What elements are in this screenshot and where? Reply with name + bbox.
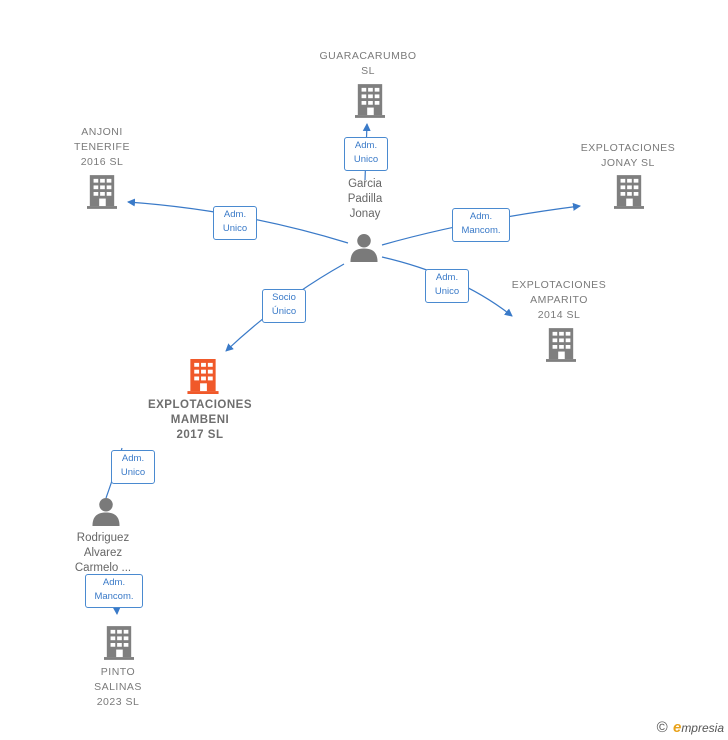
person-label-garcia[interactable]: Garcia Padilla Jonay bbox=[347, 178, 383, 220]
edge-badge-rodriguez-pinto: Adm. Mancom. bbox=[85, 574, 143, 608]
node-label-guaracarumbo[interactable]: GUARACARUMBO SL bbox=[319, 50, 417, 77]
building-icon[interactable] bbox=[614, 175, 644, 209]
building-icon[interactable] bbox=[87, 175, 117, 209]
person-icon[interactable] bbox=[92, 497, 120, 526]
person-label-rodriguez[interactable]: Rodriguez Alvarez Carmelo ... bbox=[74, 532, 132, 574]
building-icon[interactable] bbox=[187, 359, 219, 394]
brand-footer[interactable]: © empresia bbox=[657, 719, 724, 736]
node-label-explotaciones-jonay[interactable]: EXPLOTACIONES JONAY SL bbox=[580, 142, 676, 169]
node-label-explotaciones-mambeni[interactable]: EXPLOTACIONES MAMBENI 2017 SL bbox=[147, 399, 253, 441]
edge-badge-garcia-jonay: Adm. Mancom. bbox=[452, 208, 510, 242]
building-icon[interactable] bbox=[104, 626, 134, 660]
edge-badge-rodriguez-mambeni: Adm. Unico bbox=[111, 450, 155, 484]
node-label-pinto-salinas[interactable]: PINTO SALINAS 2023 SL bbox=[94, 666, 142, 708]
edge-badge-garcia-guaracarumbo: Adm. Unico bbox=[344, 137, 388, 171]
brand-logo-text: mpresia bbox=[681, 721, 724, 735]
brand-logo-initial: e bbox=[672, 719, 682, 736]
edge-badge-garcia-amparito: Adm. Unico bbox=[425, 269, 469, 303]
node-label-explotaciones-amparito[interactable]: EXPLOTACIONES AMPARITO 2014 SL bbox=[511, 279, 607, 321]
edge-badge-garcia-anjoni: Adm. Unico bbox=[213, 206, 257, 240]
edge-badge-garcia-mambeni: Socio Único bbox=[262, 289, 306, 323]
building-icon[interactable] bbox=[546, 328, 576, 362]
copyright-symbol: © bbox=[656, 719, 668, 736]
building-icon[interactable] bbox=[355, 84, 385, 118]
person-icon[interactable] bbox=[350, 233, 378, 262]
node-label-anjoni[interactable]: ANJONI TENERIFE 2016 SL bbox=[74, 126, 130, 168]
